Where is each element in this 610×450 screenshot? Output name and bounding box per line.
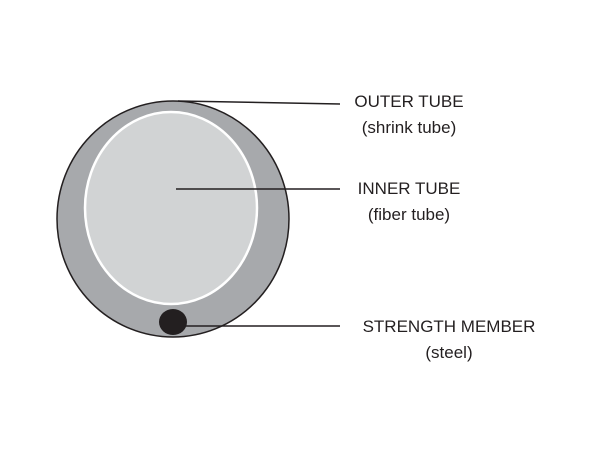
outer-tube-label: OUTER TUBE	[354, 92, 463, 111]
strength-member	[159, 309, 187, 335]
outer-tube-leader-line	[177, 100, 341, 105]
inner-tube-sublabel: (fiber tube)	[368, 205, 450, 224]
strength-member-label: STRENGTH MEMBER	[363, 317, 536, 336]
inner-tube	[83, 110, 259, 306]
inner-tube-label: INNER TUBE	[358, 179, 461, 198]
strength-member-sublabel: (steel)	[425, 343, 472, 362]
outer-tube-sublabel: (shrink tube)	[362, 118, 456, 137]
